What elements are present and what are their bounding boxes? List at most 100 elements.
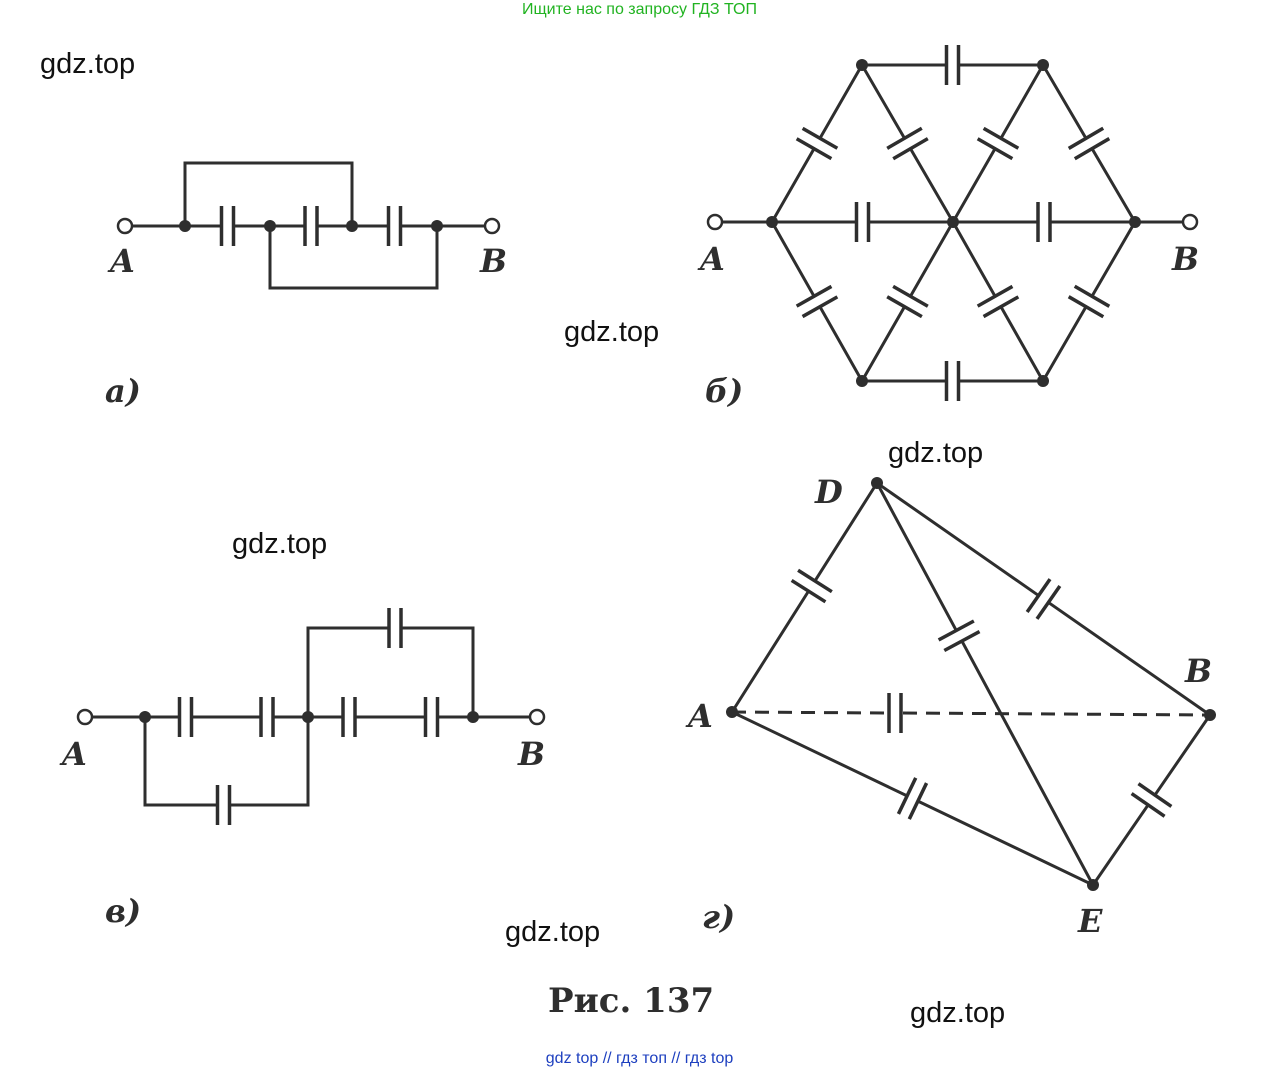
terminal-node <box>483 217 501 235</box>
terminal-node <box>76 708 94 726</box>
capacitor-plate <box>797 568 833 594</box>
watermark: gdz.top <box>232 528 328 560</box>
wire <box>770 147 816 224</box>
junction-node <box>179 220 191 232</box>
watermark: gdz.top <box>40 48 136 80</box>
capacitor-plate <box>1035 585 1062 620</box>
junction-node <box>1037 59 1049 71</box>
wire <box>1041 63 1088 140</box>
wire <box>951 220 997 298</box>
wire <box>1090 220 1137 298</box>
capacitor-plate <box>886 295 923 319</box>
junction-node <box>856 375 868 387</box>
capacitor-plate <box>892 137 929 161</box>
capacitor-plate <box>976 284 1014 308</box>
capacitor-plate <box>1130 792 1166 818</box>
junction-node <box>947 216 959 228</box>
wire <box>1046 600 1212 717</box>
capacitor-plate <box>801 295 839 319</box>
wire <box>999 305 1045 383</box>
terminal-node <box>706 213 724 231</box>
capacitor-plate <box>943 630 981 653</box>
wire <box>909 147 955 224</box>
figure-caption: Рис. 137 <box>548 981 714 1021</box>
watermark: gdz.top <box>505 916 601 948</box>
diagram-g-node-d: D <box>814 473 843 511</box>
capacitor-plate <box>886 126 923 150</box>
wire <box>860 63 906 140</box>
junction-node <box>766 216 778 228</box>
wire <box>908 220 955 298</box>
capacitor-plate <box>795 284 833 308</box>
diagram-a-node-a: A <box>107 242 135 280</box>
wire <box>951 147 997 224</box>
diagram-a-label: а) <box>105 372 141 410</box>
diagram-g-label: г) <box>702 898 735 936</box>
diagram-b-node-b: B <box>1171 240 1199 278</box>
capacitor-plate <box>907 782 929 820</box>
junction-node <box>139 711 151 723</box>
diagram-g-node-b: B <box>1184 652 1212 690</box>
watermark: gdz.top <box>564 316 660 348</box>
junction-node <box>1129 216 1141 228</box>
wire <box>183 161 354 228</box>
capacitor-plate <box>1073 137 1111 161</box>
dashed-wire <box>902 711 1211 717</box>
wire <box>875 481 1041 598</box>
capacitor-plate <box>976 137 1014 161</box>
wire <box>875 481 958 632</box>
wire <box>306 626 352 719</box>
diagram-g-node-a: A <box>685 697 713 735</box>
wire <box>268 224 439 290</box>
wire <box>999 63 1045 140</box>
junction-node <box>1037 375 1049 387</box>
wire <box>818 63 864 140</box>
capacitor-plate <box>1025 578 1052 613</box>
watermark: gdz.top <box>910 997 1006 1029</box>
top-banner[interactable]: Ищите нас по запросу ГДЗ ТОП <box>522 1 757 18</box>
capacitor-plate <box>1067 126 1105 150</box>
wire <box>260 715 310 807</box>
wire <box>730 589 811 714</box>
junction-node <box>431 220 443 232</box>
diagram-v-label: в) <box>105 892 141 930</box>
capacitor-plate <box>937 619 975 642</box>
junction-node <box>346 220 358 232</box>
diagram-g-node-e: E <box>1077 902 1103 940</box>
junction-node <box>264 220 276 232</box>
junction-node <box>1204 709 1216 721</box>
junction-node <box>856 59 868 71</box>
capacitor-plate <box>1073 284 1111 308</box>
terminal-node <box>1181 213 1199 231</box>
capacitor-plate <box>795 137 833 161</box>
junction-node <box>302 711 314 723</box>
diagram-b-node-a: A <box>697 240 725 278</box>
junction-node <box>1087 879 1099 891</box>
wire <box>730 710 909 798</box>
wire <box>916 799 1095 887</box>
diagram-b-label: б) <box>705 372 743 410</box>
wire <box>813 481 879 583</box>
wire <box>1090 147 1137 224</box>
capacitor-plate <box>896 777 918 815</box>
capacitor-plate <box>801 126 839 150</box>
junction-node <box>467 711 479 723</box>
wire <box>1041 305 1088 383</box>
terminal-node <box>116 217 134 235</box>
diagram-a-node-b: B <box>479 242 507 280</box>
diagram-v-node-a: A <box>59 735 87 773</box>
bottom-banner[interactable]: gdz top // гдз топ // гдз top <box>545 1050 734 1067</box>
capacitor-plate <box>892 284 929 308</box>
wire <box>818 305 864 383</box>
junction-node <box>726 706 738 718</box>
wire <box>143 715 187 807</box>
capacitor-plate <box>1137 782 1173 808</box>
wire <box>438 626 475 719</box>
dashed-wire <box>731 710 888 715</box>
capacitor-plate <box>790 578 827 604</box>
wire <box>1091 803 1150 887</box>
junction-node <box>871 477 883 489</box>
capacitor-plate <box>1067 295 1105 319</box>
diagram-v-node-b: B <box>517 735 545 773</box>
